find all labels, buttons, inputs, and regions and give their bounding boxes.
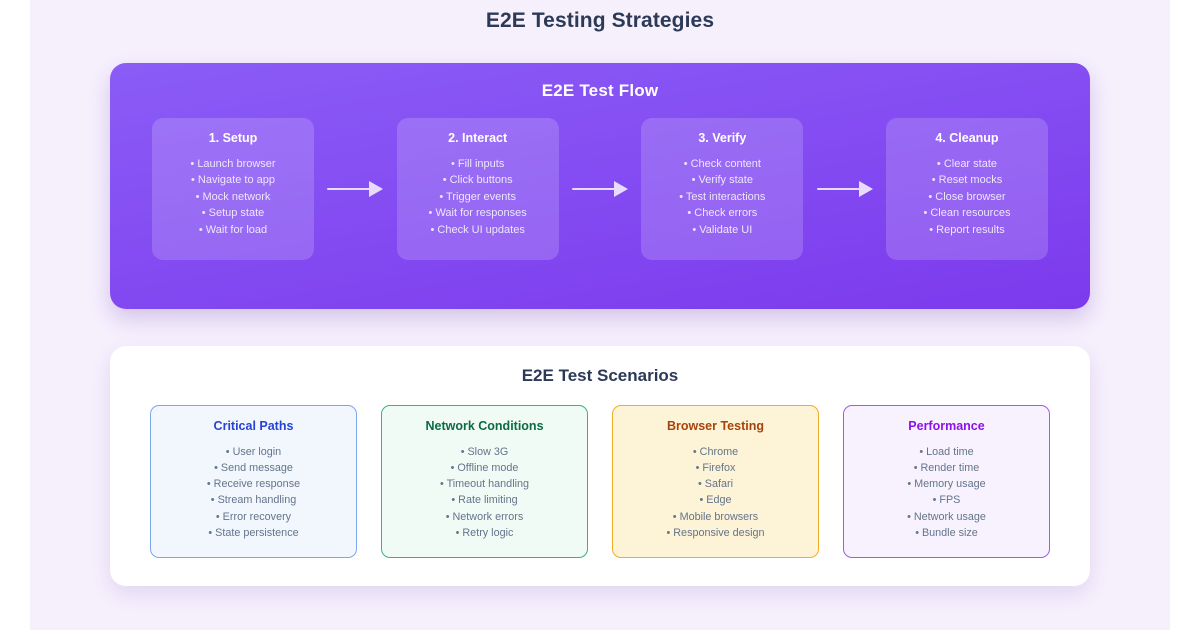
- scenario-card-item: • Offline mode: [450, 461, 519, 474]
- flow-step-item: • Verify state: [691, 174, 753, 186]
- flow-step-item: • Wait for load: [198, 223, 268, 236]
- flow-step-item: • Reset mocks: [931, 174, 1003, 186]
- flow-steps-row: 1. Setup • Launch browser • Navigate to ap…: [152, 117, 1048, 260]
- scenario-card[interactable]: Browser Testing • Chrome • Firefox • Safari…: [612, 404, 819, 558]
- scenario-card-item: • Timeout handling: [439, 478, 529, 491]
- scenario-card-item: • Bundle size: [915, 526, 978, 539]
- scenario-card-item: • Retry logic: [455, 526, 514, 539]
- arrow-right-icon: [571, 180, 628, 197]
- scenarios-panel-title: E2E Test Scenarios: [521, 365, 679, 385]
- flow-step-card[interactable]: 2. Interact • Fill inputs • Click buttons •…: [396, 117, 559, 260]
- scenario-card-item: • Render time: [913, 461, 980, 474]
- flow-step-item: • Report results: [929, 223, 1005, 236]
- flow-step-title: 3. Verify: [698, 130, 747, 145]
- scenario-card-item: • Responsive design: [666, 526, 765, 539]
- flow-step-item: • Navigate to app: [191, 174, 275, 186]
- e2e-test-flow-panel: E2E Test Flow 1. Setup • Launch browser • …: [110, 62, 1090, 309]
- flow-step-title: 4. Cleanup: [935, 130, 999, 145]
- scenario-card-item: • Safari: [698, 478, 733, 491]
- scenario-card-item: • Edge: [699, 494, 732, 507]
- flow-step-item: • Check UI updates: [430, 223, 525, 236]
- scenario-card-item: • Memory usage: [907, 478, 986, 491]
- flow-step-item: • Fill inputs: [450, 157, 505, 170]
- scenario-card-item: • Network errors: [445, 510, 524, 523]
- scenario-card-item: • Network usage: [907, 510, 986, 523]
- scenario-cards-row: Critical Paths • User login • Send message…: [150, 404, 1050, 558]
- scenario-card[interactable]: Performance • Load time • Render time • Mem…: [843, 404, 1050, 558]
- scenario-card-item: • Stream handling: [210, 494, 297, 507]
- scenario-card-title: Network Conditions: [425, 418, 544, 433]
- flow-step-item: • Test interactions: [679, 190, 766, 203]
- flow-step-title: 1. Setup: [208, 130, 258, 145]
- scenario-card-item: • Mobile browsers: [672, 510, 759, 523]
- scenario-card-item: • Slow 3G: [460, 445, 509, 458]
- flow-step-card[interactable]: 1. Setup • Launch browser • Navigate to ap…: [152, 117, 314, 260]
- flow-step-item: • Clear state: [936, 157, 998, 170]
- flow-step-item: • Launch browser: [190, 157, 276, 170]
- scenario-card-item: • Firefox: [695, 461, 736, 474]
- scenario-card-item: • Load time: [919, 445, 974, 458]
- flow-step-item: • Setup state: [201, 207, 265, 219]
- flow-step-item: • Validate UI: [692, 223, 753, 236]
- scenario-card-item: • State persistence: [208, 526, 299, 539]
- flow-step-item: • Check content: [683, 157, 761, 170]
- arrow-right-icon: [327, 180, 384, 197]
- flow-step-card[interactable]: 3. Verify • Check content • Verify state • …: [641, 117, 804, 260]
- scenario-card-item: • Error recovery: [215, 510, 292, 523]
- scenario-card[interactable]: Critical Paths • User login • Send message…: [150, 404, 357, 558]
- page-title: E2E Testing Strategies: [485, 9, 715, 32]
- scenario-card-item: • Chrome: [692, 445, 739, 458]
- flow-step-item: • Mock network: [195, 190, 271, 203]
- scenario-card[interactable]: Network Conditions • Slow 3G • Offline mod…: [381, 404, 588, 558]
- flow-step-item: • Check errors: [687, 207, 758, 219]
- scenario-card-item: • Send message: [214, 461, 293, 474]
- flow-step-title: 2. Interact: [448, 130, 508, 145]
- flow-step-item: • Click buttons: [442, 174, 513, 186]
- flow-step-item: • Wait for responses: [428, 207, 527, 219]
- flow-step-item: • Trigger events: [439, 190, 516, 203]
- scenario-card-item: • Receive response: [206, 478, 301, 491]
- flow-step-item: • Clean resources: [923, 207, 1011, 219]
- arrow-right-icon: [816, 180, 873, 197]
- flow-step-card[interactable]: 4. Cleanup • Clear state • Reset mocks • Cl…: [885, 117, 1048, 260]
- flow-step-item: • Close browser: [928, 190, 1006, 203]
- scenario-card-title: Critical Paths: [213, 418, 294, 433]
- scenario-card-item: • User login: [225, 445, 282, 458]
- flow-panel-title: E2E Test Flow: [541, 80, 659, 100]
- scenario-card-title: Browser Testing: [666, 418, 764, 433]
- scenario-card-item: • FPS: [932, 494, 961, 507]
- e2e-test-scenarios-panel: E2E Test Scenarios Critical Paths • User …: [110, 345, 1090, 586]
- page-canvas: E2E Testing Strategies E2E Test Flow 1. …: [30, 0, 1170, 630]
- scenario-card-title: Performance: [908, 418, 985, 433]
- scenario-card-item: • Rate limiting: [451, 494, 518, 507]
